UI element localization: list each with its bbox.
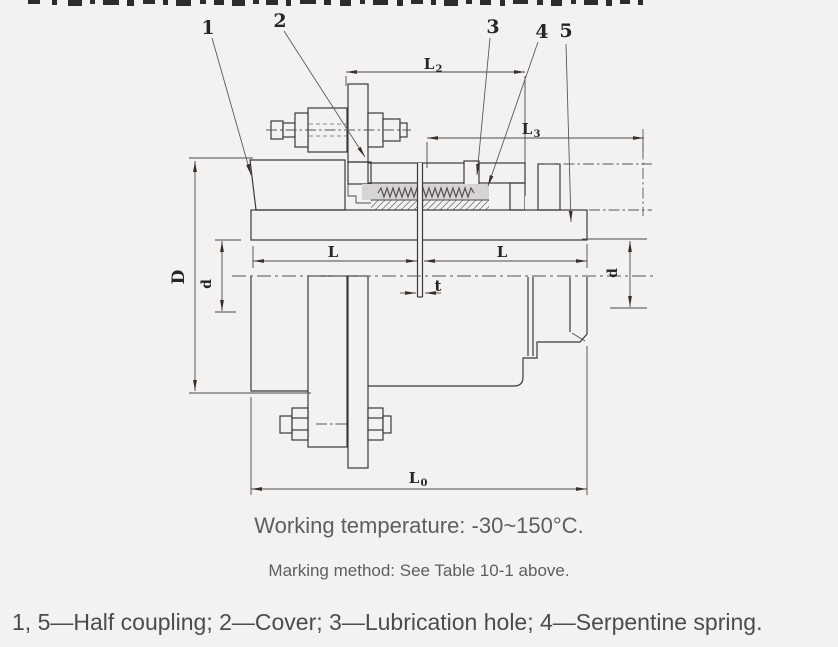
cover-flange-plate-section <box>347 83 369 163</box>
spring-zigzag <box>377 186 475 199</box>
right-hub-ring-section <box>537 163 561 211</box>
callout-5: 5 <box>559 20 572 42</box>
right-hub-lower <box>368 277 588 387</box>
upper-section <box>249 83 588 298</box>
cover-left-wall <box>347 161 372 185</box>
dim-label-d-right: d <box>605 268 621 278</box>
dim-label-d-left: d <box>199 279 215 289</box>
callout-2: 2 <box>273 10 286 32</box>
cover-flange-plate-right-lower <box>347 275 369 469</box>
dim-label-L-right: L <box>497 243 508 261</box>
callout-1: 1 <box>201 17 214 39</box>
parts-legend-caption: 1, 5—Half coupling; 2—Cover; 3—Lubricati… <box>12 609 763 635</box>
dim-label-L3: L <box>522 120 533 138</box>
lower-exterior <box>250 275 588 469</box>
marking-method-caption: Marking method: See Table 10-1 above. <box>268 561 570 580</box>
callout-leaders <box>211 30 573 223</box>
cover-roof-section <box>367 162 526 184</box>
dim-label-L2-sub: 2 <box>436 64 443 75</box>
working-temperature-caption: Working temperature: -30~150°C. <box>254 513 584 538</box>
left-flange-section <box>249 159 346 211</box>
callout-3: 3 <box>486 16 499 38</box>
dim-label-L-left: L <box>328 243 339 261</box>
dim-label-D: D <box>169 269 189 284</box>
dim-label-L3-sub: 3 <box>534 129 541 140</box>
dimension-lines <box>189 70 647 495</box>
cover-flange-plate-left-lower <box>307 275 348 448</box>
dim-label-t: t <box>435 277 442 295</box>
callout-numbers: 1 2 3 4 5 <box>201 10 572 43</box>
dim-label-L0: L <box>409 469 420 487</box>
clipped-text-row <box>0 0 838 8</box>
dim-label-L2: L <box>424 55 435 73</box>
cover-right-wall <box>509 182 526 211</box>
callout-4: 4 <box>535 21 548 43</box>
coupling-drawing: 1 2 3 4 5 L 2 L 3 L L t L 0 D d d <box>169 10 654 495</box>
serpentine-spring <box>362 184 489 200</box>
hub-teeth-strip <box>371 200 489 210</box>
cover-bolt-bottom <box>279 407 392 441</box>
dimension-labels: L 2 L 3 L L t L 0 D d d <box>169 55 621 489</box>
dim-label-L0-sub: 0 <box>421 478 428 489</box>
